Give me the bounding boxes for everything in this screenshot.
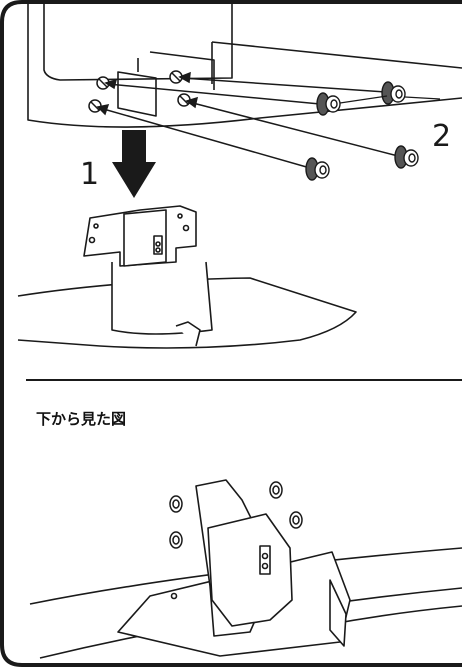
stand bbox=[17, 205, 357, 349]
step-2-label: 2 bbox=[432, 119, 452, 154]
tv-back-inner bbox=[43, 0, 233, 81]
bottom-screw-holes bbox=[169, 481, 303, 549]
tv-back-outline bbox=[27, 0, 462, 128]
screws bbox=[305, 81, 441, 181]
stand-notch bbox=[175, 321, 201, 347]
stand-foot-underside bbox=[329, 579, 347, 647]
screw-icon bbox=[381, 81, 406, 105]
tv-bracket bbox=[117, 71, 157, 117]
screw-arrows bbox=[96, 71, 399, 169]
tv-panel-edge bbox=[211, 41, 462, 69]
screw-icon bbox=[316, 92, 341, 116]
screw-icon bbox=[394, 145, 419, 169]
down-arrow-icon bbox=[112, 130, 156, 198]
bottom-panel bbox=[29, 479, 462, 659]
top-panel bbox=[27, 0, 462, 128]
bottom-view-caption: 下から見た図 bbox=[36, 410, 127, 428]
tv-bracket-rail bbox=[149, 51, 215, 90]
stand-bracket-underside bbox=[207, 513, 293, 627]
stand-neck bbox=[111, 261, 213, 335]
screw-icon bbox=[305, 157, 330, 181]
step-1-label: 1 bbox=[80, 157, 100, 192]
